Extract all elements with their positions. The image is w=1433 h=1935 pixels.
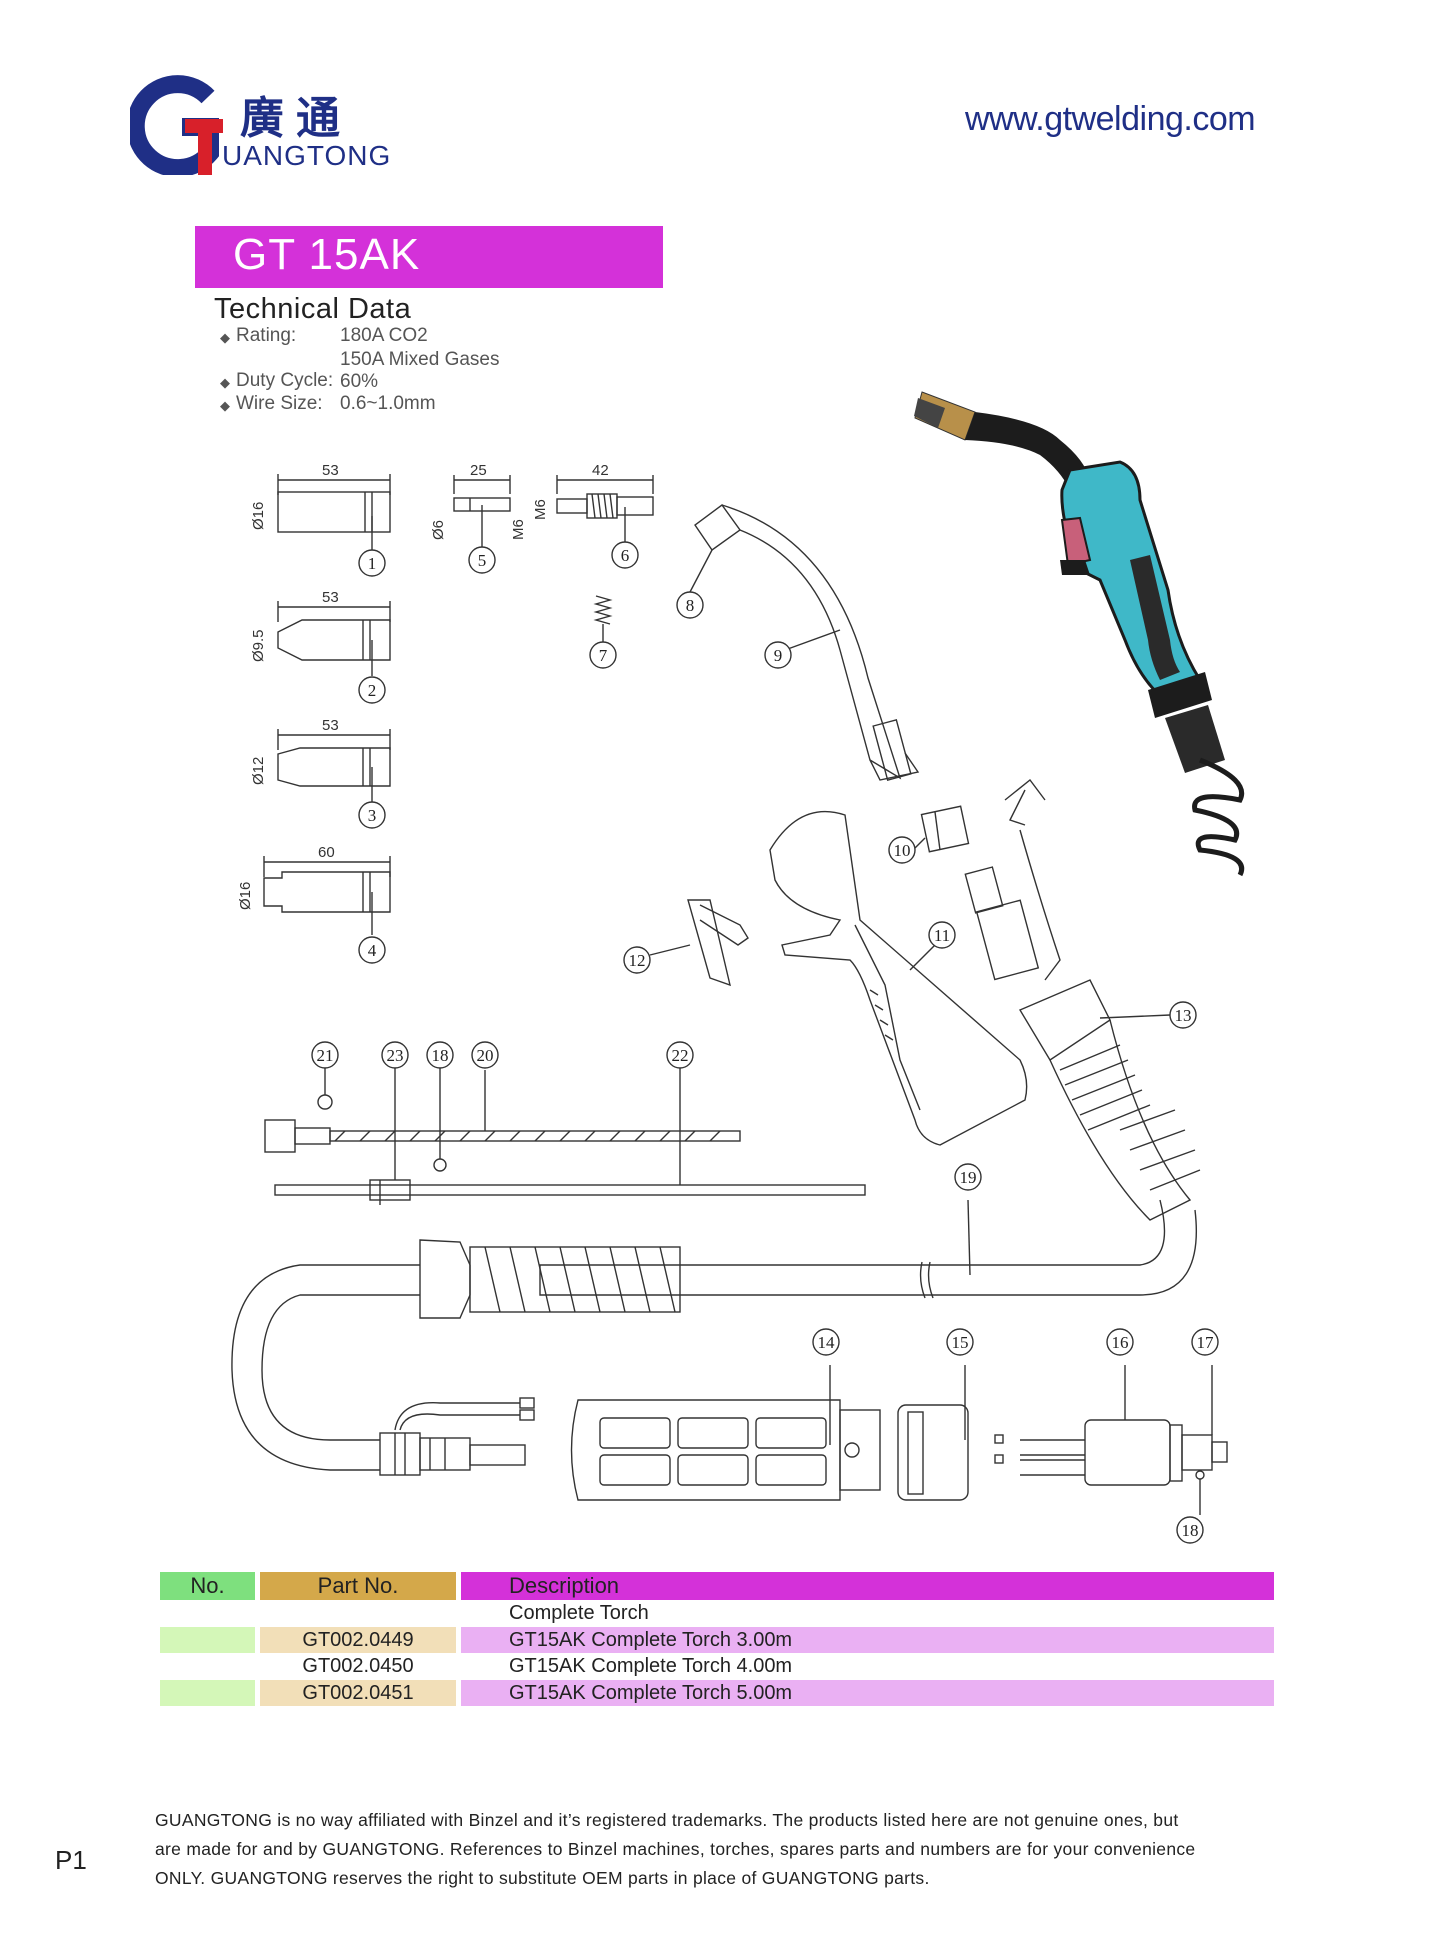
callout-6: 6 [621,546,630,565]
rating-label: Rating: [236,325,297,346]
part-10-locking-piece [914,805,970,853]
part-2-tapered-nozzle [277,601,391,676]
part-4-spot-nozzle [263,856,391,935]
part-1-nozzle [277,474,391,550]
rating-value-mixed: 150A Mixed Gases [340,349,500,370]
part-20-liner [264,1070,741,1153]
dim-4-diameter: Ø16 [237,882,254,910]
dim-6-length: 42 [592,462,609,479]
row-description: GT15AK Complete Torch 3.00m [461,1627,1274,1653]
callout-12: 12 [629,951,646,970]
wire-size-label: Wire Size: [236,393,323,414]
callout-1: 1 [368,554,377,573]
disclaimer-line-2: are made for and by GUANGTONG. Reference… [155,1839,1196,1859]
callout-20: 20 [477,1046,494,1065]
row-description: GT15AK Complete Torch 4.00m [509,1655,793,1677]
part-5-contact-tip [453,475,511,548]
disclaimer-line-1: GUANGTONG is no way affiliated with Binz… [155,1810,1179,1830]
callout-10: 10 [894,841,911,860]
callout-22: 22 [672,1046,689,1065]
callout-8: 8 [686,596,695,615]
model-title: GT 15AK [233,230,421,279]
bullet-icon: ◆ [220,398,230,413]
bullet-icon: ◆ [220,330,230,345]
callout-23: 23 [387,1046,404,1065]
callout-16: 16 [1112,1333,1129,1352]
callout-3: 3 [368,806,377,825]
callout-13: 13 [1175,1006,1192,1025]
part-16-connector [1020,1365,1228,1515]
part-15-adapter [897,1365,1004,1501]
part-9-swan-neck [689,504,920,782]
part-18-o-ring [433,1158,447,1172]
disclaimer: GUANGTONG is no way affiliated with Binz… [155,1806,1305,1893]
callout-21: 21 [317,1046,334,1065]
row-no [160,1680,255,1706]
cable-connector-end [379,1397,535,1476]
row-description: GT15AK Complete Torch 5.00m [461,1680,1274,1706]
callout-9: 9 [774,646,783,665]
dim-3-length: 53 [322,717,339,734]
part-11-handle-shell [769,810,1028,1146]
row-part-no: GT002.0449 [260,1627,456,1653]
logo-chinese-name: 廣通 [240,93,352,144]
callout-4: 4 [368,941,377,960]
wire-size-value: 0.6~1.0mm [340,393,436,414]
dim-4-length: 60 [318,844,335,861]
callout-11: 11 [934,926,950,945]
part-14-handle-grip [570,1365,881,1501]
dim-5-thread: M6 [510,519,527,540]
part-19-cable [231,1199,1197,1471]
part-6-tip-holder [556,475,654,542]
table-header-description: Description [461,1572,1274,1600]
callout-17: 17 [1197,1333,1215,1352]
bullet-icon: ◆ [220,375,230,390]
part-21-o-ring [317,1094,333,1110]
dim-5-diameter: Ø6 [430,520,447,540]
table-header-no: No. [160,1572,255,1600]
rating-value-co2: 180A CO2 [340,325,428,346]
dim-5-length: 25 [470,462,487,479]
part-13-cable-support [964,779,1201,1221]
callout-14: 14 [818,1333,836,1352]
website-link[interactable]: www.gtwelding.com [965,100,1256,138]
callout-18b: 18 [1182,1521,1199,1540]
row-part-no: GT002.0450 [302,1655,414,1677]
disclaimer-line-3: ONLY. GUANGTONG reserves the right to su… [155,1868,930,1888]
callout-18a: 18 [432,1046,449,1065]
guangtong-logo-mark [130,75,223,175]
dim-6-thread: M6 [532,499,549,520]
callout-2: 2 [368,681,377,700]
part-22-capillary-tube [274,1068,866,1205]
callout-15: 15 [952,1333,969,1352]
dim-2-diameter: Ø9.5 [250,629,267,662]
callout-7: 7 [599,646,608,665]
dim-1-diameter: Ø16 [250,502,267,530]
duty-cycle-label: Duty Cycle: [236,370,334,391]
duty-cycle-value: 60% [340,371,379,392]
row-part-no: GT002.0451 [260,1680,456,1706]
callout-5: 5 [478,551,487,570]
model-banner [195,226,663,288]
table-header-part-no: Part No. [260,1572,456,1600]
part-7-spring [593,595,613,642]
torch-photo [914,391,1244,877]
dim-3-diameter: Ø12 [250,757,267,785]
dim-1-length: 53 [322,462,339,479]
page-number: P1 [55,1845,87,1875]
row-no [160,1627,255,1653]
callout-19: 19 [960,1168,977,1187]
dim-2-length: 53 [322,589,339,606]
row-description: Complete Torch [509,1602,649,1624]
part-12-trigger [649,899,749,987]
part-3-conical-nozzle [277,729,391,802]
technical-data-title: Technical Data [214,293,412,325]
logo-english-name: UANGTONG [222,140,392,171]
